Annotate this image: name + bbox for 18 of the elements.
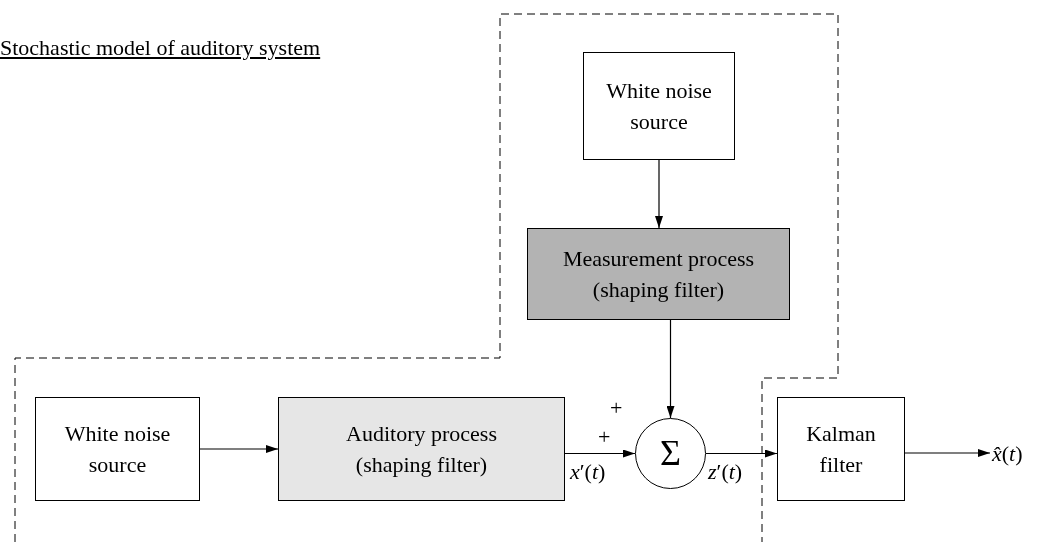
sign-label: +: [610, 396, 623, 420]
process-box: White noise source: [583, 52, 735, 160]
arrow: [199, 445, 279, 453]
process-box: Kalman filter: [777, 397, 905, 501]
process-box: White noise source: [35, 397, 200, 501]
arrow: [705, 449, 778, 458]
diagram-title: Stochastic model of auditory system: [0, 36, 321, 60]
signal-label: z′(t): [708, 460, 743, 484]
arrow: [904, 449, 991, 457]
arrow: [655, 159, 663, 229]
process-box: Auditory process (shaping filter): [278, 397, 565, 501]
arrow: [666, 319, 675, 419]
output-signal: x̂(t): [990, 436, 1025, 470]
sign-label: +: [598, 425, 611, 449]
summing-junction: Σ: [635, 418, 706, 489]
arrow: [564, 449, 636, 458]
process-box: Measurement process (shaping filter): [527, 228, 790, 320]
signal-label: x′(t): [570, 460, 606, 484]
